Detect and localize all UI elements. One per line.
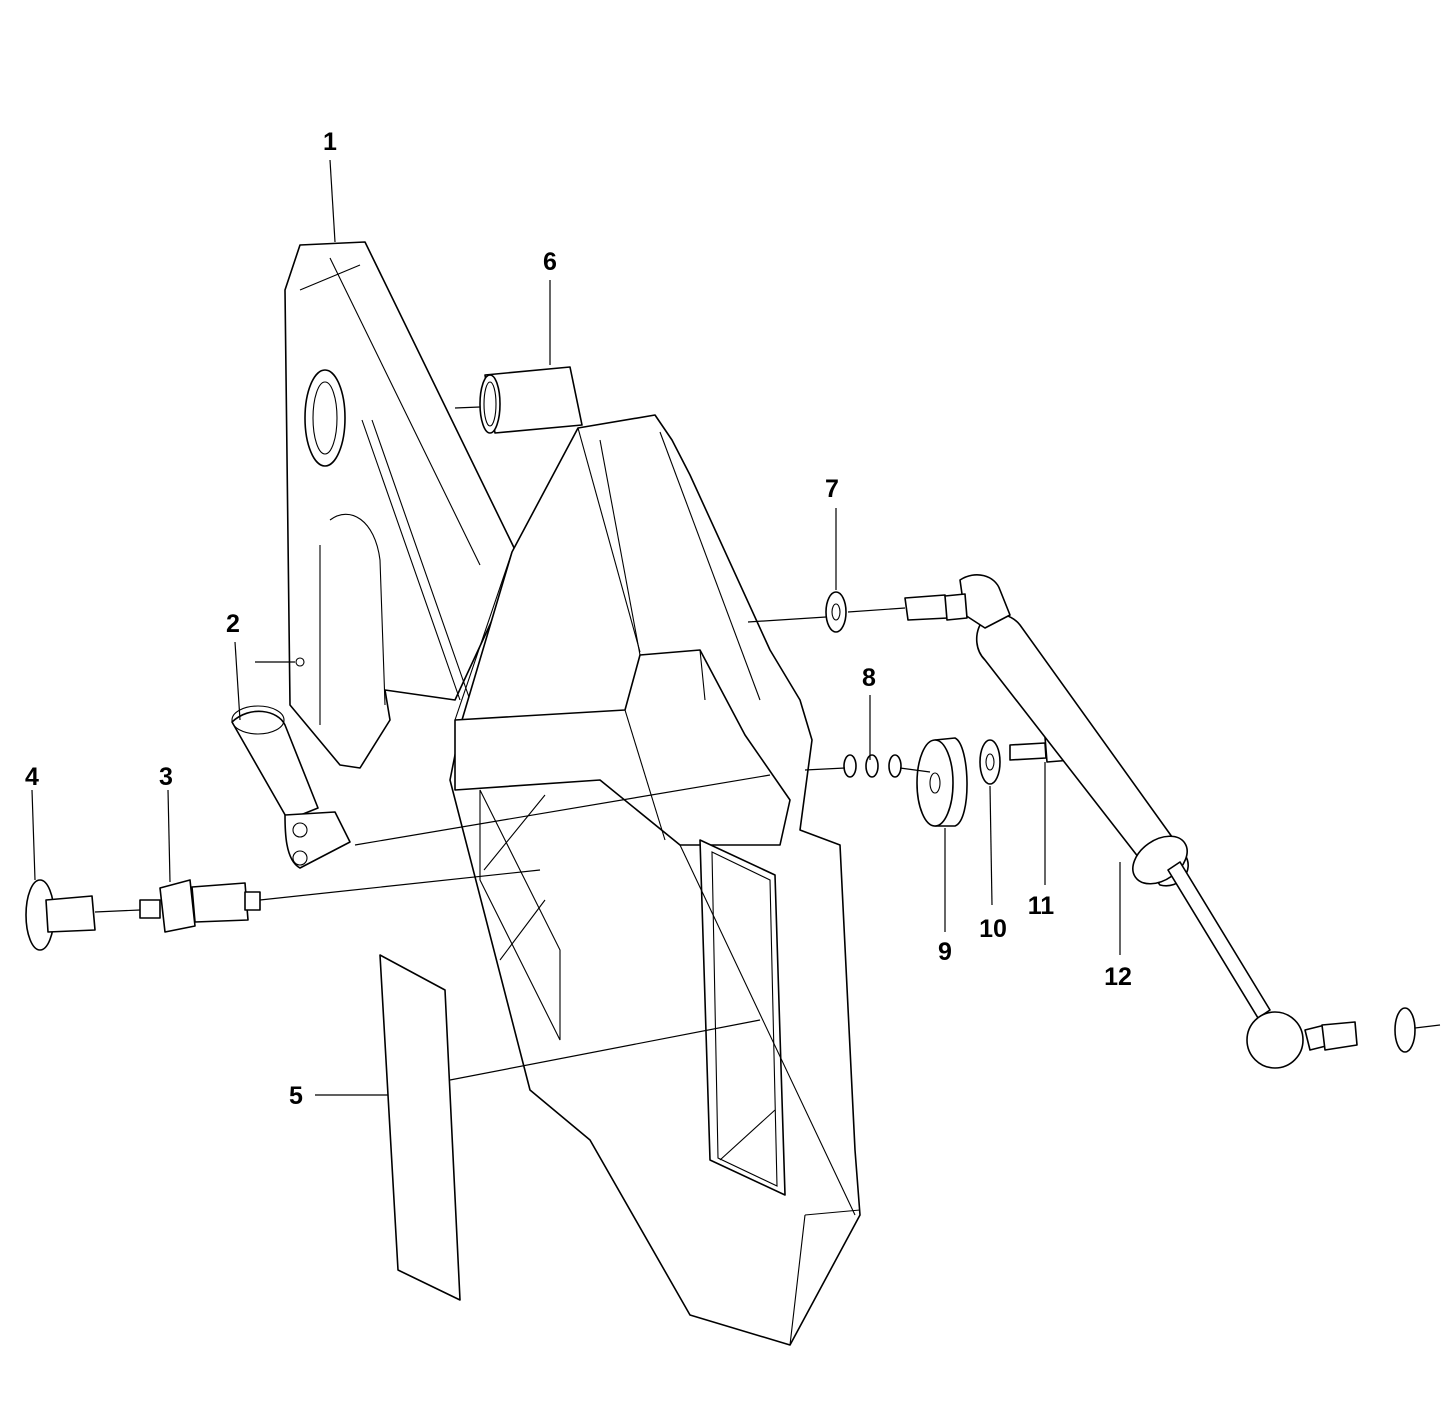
leader-lines	[31, 159, 1441, 1096]
part-12-gas-spring	[904, 574, 1416, 1069]
part-4-knob	[25, 879, 96, 951]
part-6-tube	[454, 366, 583, 434]
callout-5: 5	[289, 1082, 303, 1110]
callout-12: 12	[1104, 963, 1132, 991]
callout-8: 8	[862, 664, 876, 692]
callout-1: 1	[323, 128, 337, 156]
callout-10: 10	[979, 915, 1007, 943]
part-9-spacer	[916, 737, 968, 827]
part-8-nuts	[843, 754, 902, 778]
callout-4: 4	[25, 763, 39, 791]
callout-9: 9	[938, 938, 952, 966]
callout-6: 6	[543, 248, 557, 276]
callout-7: 7	[825, 475, 839, 503]
part-3-screw	[139, 879, 261, 933]
part-5-label	[379, 954, 461, 1301]
part-7-washer	[825, 591, 847, 633]
callout-labels: 1 2 3 4 5 6 7 8 9 10 11 12	[25, 128, 1132, 1110]
callout-11: 11	[1028, 892, 1055, 920]
guard-housing	[449, 414, 861, 1346]
callout-2: 2	[226, 610, 240, 638]
part-1-guard-plate	[284, 241, 521, 769]
part-10-washer	[979, 739, 1001, 785]
part-2-pin	[231, 705, 351, 869]
callout-3: 3	[159, 763, 173, 791]
